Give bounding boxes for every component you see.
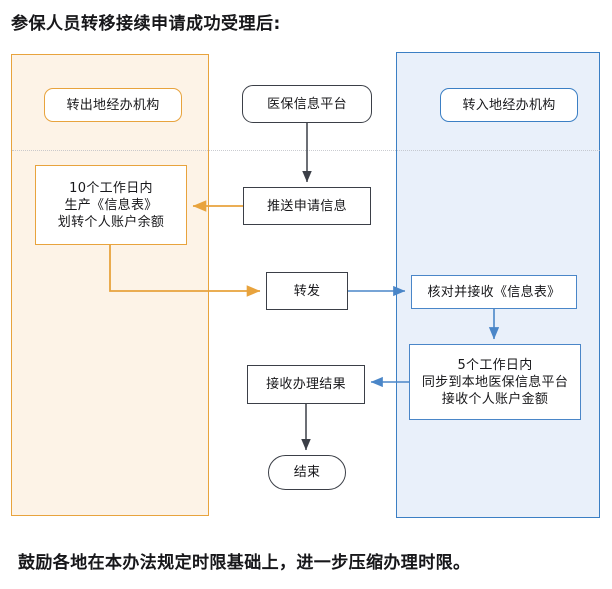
node-push-application-info[interactable]: 推送申请信息	[243, 187, 371, 225]
node-transfer-out-header[interactable]: 转出地经办机构	[44, 88, 182, 122]
footer-note: 鼓励各地在本办法规定时限基础上，进一步压缩办理时限。	[18, 553, 471, 573]
swimlane-transfer-out	[11, 54, 209, 516]
node-medical-insurance-platform[interactable]: 医保信息平台	[242, 85, 372, 123]
node-label: 转出地经办机构	[66, 97, 160, 113]
node-label: 5个工作日内 同步到本地医保信息平台 接收个人账户金额	[421, 357, 569, 407]
node-label: 接收办理结果	[266, 377, 346, 392]
node-in-task-5-workdays[interactable]: 5个工作日内 同步到本地医保信息平台 接收个人账户金额	[409, 344, 581, 420]
node-label: 转入地经办机构	[462, 97, 556, 113]
lane-divider	[12, 150, 600, 151]
node-label: 推送申请信息	[267, 198, 347, 214]
page-title: 参保人员转移接续申请成功受理后:	[11, 14, 281, 34]
node-forward[interactable]: 转发	[266, 272, 348, 310]
node-end[interactable]: 结束	[268, 455, 346, 490]
node-check-and-receive-info-table[interactable]: 核对并接收《信息表》	[411, 275, 577, 309]
node-out-task-10-workdays[interactable]: 10个工作日内 生产《信息表》 划转个人账户余额	[35, 165, 187, 245]
node-transfer-in-header[interactable]: 转入地经办机构	[440, 88, 578, 122]
node-label: 结束	[293, 465, 321, 480]
node-label: 医保信息平台	[267, 96, 347, 112]
node-receive-result[interactable]: 接收办理结果	[247, 365, 365, 404]
node-label: 转发	[293, 283, 321, 299]
node-label: 10个工作日内 生产《信息表》 划转个人账户余额	[57, 180, 165, 230]
node-label: 核对并接收《信息表》	[427, 284, 561, 300]
